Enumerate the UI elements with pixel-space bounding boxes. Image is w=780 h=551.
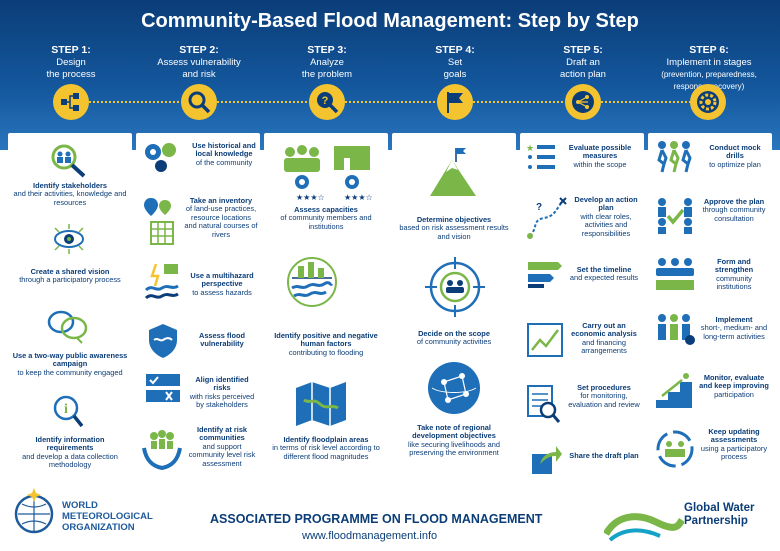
programme-name: ASSOCIATED PROGRAMME ON FLOOD MANAGEMENT bbox=[210, 512, 543, 526]
communities-hands-icon bbox=[142, 430, 182, 470]
vulnerability-shield-icon bbox=[149, 324, 177, 358]
gwp-name: Global Water Partnership bbox=[684, 502, 755, 527]
network-icon bbox=[565, 84, 601, 120]
action-plan-path-icon: ? bbox=[527, 197, 567, 239]
timeline-bars-icon bbox=[528, 262, 562, 288]
col3-item-2: Identify positive and negative human fac… bbox=[274, 331, 378, 357]
multihazard-icon bbox=[144, 263, 179, 300]
procedures-magnifier-icon bbox=[527, 385, 561, 423]
svg-text:?: ? bbox=[322, 95, 329, 107]
vision-eye-icon bbox=[54, 224, 84, 254]
update-cycle-icon bbox=[656, 430, 694, 468]
svg-text:?: ? bbox=[536, 202, 542, 213]
human-factors-icon bbox=[287, 257, 337, 307]
mountain-flag-icon bbox=[430, 148, 476, 196]
globe-network-icon bbox=[428, 362, 480, 414]
website-link[interactable]: www.floodmanagement.info bbox=[302, 530, 438, 542]
capacities-icon: ★★★☆ ★★★☆ bbox=[284, 145, 373, 202]
floodplain-map-icon bbox=[296, 382, 346, 426]
page-title: Community-Based Flood Management: Step b… bbox=[141, 10, 639, 32]
wmo-name: WORLD METEOROLOGICAL ORGANIZATION bbox=[62, 500, 153, 533]
process-flow-icon bbox=[53, 84, 89, 120]
step-1-header: STEP 1:Design the process bbox=[46, 44, 96, 80]
wmo-emblem-icon bbox=[14, 488, 54, 534]
info-magnifier-icon: i bbox=[53, 395, 84, 428]
header-band bbox=[0, 0, 780, 150]
speech-bubbles-icon bbox=[47, 310, 88, 344]
svg-text:★★★☆: ★★★☆ bbox=[296, 193, 325, 202]
svg-text:i: i bbox=[64, 402, 68, 417]
magnifier-icon bbox=[181, 84, 217, 120]
gwp-logo-icon bbox=[604, 513, 684, 542]
step-2-header: STEP 2:Assess vulnerability and risk bbox=[157, 44, 241, 80]
monitor-steps-icon bbox=[656, 373, 692, 408]
step-4-header: STEP 4:Set goals bbox=[435, 44, 475, 80]
evaluate-list-icon: ★ bbox=[526, 144, 555, 169]
col2-item-4: Assess flood vulnerability bbox=[198, 331, 245, 349]
approve-check-icon bbox=[658, 198, 692, 234]
question-icon: ? bbox=[309, 84, 345, 120]
flag-icon bbox=[437, 84, 473, 120]
step-6-header: STEP 6:Implement in stages(prevention, p… bbox=[661, 44, 757, 91]
step-6-column bbox=[648, 133, 772, 478]
stakeholders-magnifier-icon bbox=[51, 144, 86, 178]
target-scope-icon bbox=[425, 257, 485, 317]
share-arrow-icon bbox=[532, 446, 562, 474]
svg-text:★★★☆: ★★★☆ bbox=[344, 193, 373, 202]
institutions-group-icon bbox=[656, 258, 694, 290]
step-5-header: STEP 5:Draft an action plan bbox=[560, 44, 606, 80]
inventory-map-icon bbox=[144, 198, 174, 245]
col4-item-3: Take note of regional development object… bbox=[407, 423, 501, 458]
gear-icon bbox=[690, 84, 726, 120]
implement-team-icon bbox=[658, 314, 695, 345]
step-3-header: STEP 3:Analyze the problem bbox=[301, 44, 353, 80]
knowledge-bubbles-icon bbox=[145, 143, 176, 172]
step-2-column bbox=[136, 133, 260, 478]
col5-item-6: Share the draft plan bbox=[569, 451, 639, 460]
economic-chart-icon bbox=[527, 323, 563, 357]
steps-connector bbox=[70, 101, 710, 103]
svg-text:★: ★ bbox=[526, 144, 534, 154]
mock-drill-runners-icon bbox=[657, 141, 692, 173]
step-1-column bbox=[8, 133, 132, 478]
step-5-column bbox=[520, 133, 644, 478]
align-risks-icon bbox=[146, 374, 180, 402]
